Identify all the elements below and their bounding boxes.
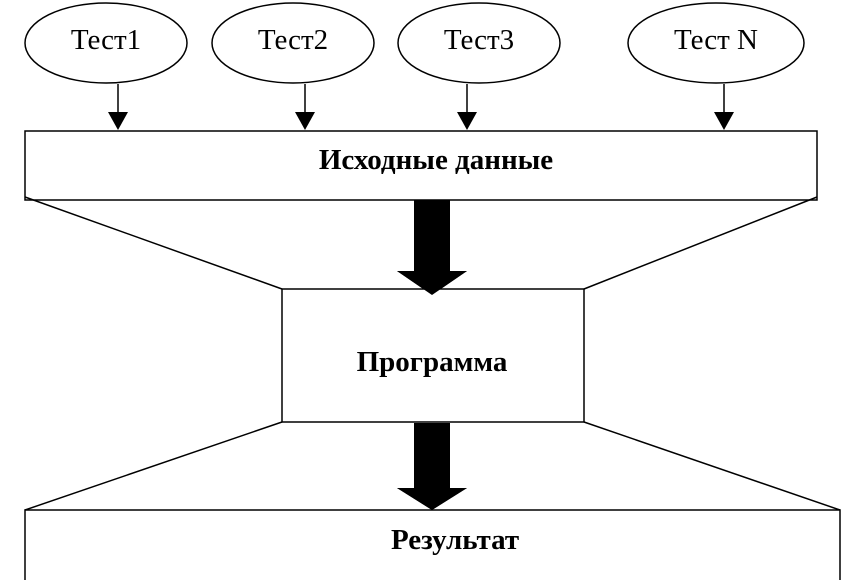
result-box: Результат — [24, 509, 841, 580]
arrow-test-n — [714, 84, 734, 130]
input-data-label: Исходные данные — [319, 144, 553, 176]
test-label: Тест3 — [444, 24, 514, 56]
test-node-1: Тест1 — [24, 2, 188, 84]
test-node-3: Тест3 — [397, 2, 561, 84]
input-funnel-lines — [24, 196, 818, 290]
test-label: Тест N — [674, 24, 758, 56]
thick-arrow-tip — [397, 488, 467, 510]
program-rect — [281, 288, 585, 423]
test-ellipse — [627, 2, 805, 84]
input-data-box: Исходные данные — [24, 130, 818, 201]
test-node-2: Тест2 — [211, 2, 375, 84]
program-label: Программа — [357, 346, 508, 378]
test-ellipse — [397, 2, 561, 84]
arrow-test-1 — [108, 84, 128, 130]
result-rect — [24, 509, 841, 580]
test-ellipse — [24, 2, 188, 84]
result-label: Результат — [391, 524, 519, 556]
arrow-test-3 — [457, 84, 477, 130]
test-node-n: Тест N — [627, 2, 805, 84]
result-funnel-lines — [24, 421, 841, 511]
program-box: Программа — [281, 288, 585, 423]
test-label: Тест1 — [71, 24, 141, 56]
thick-arrow-tip — [397, 271, 467, 295]
test-arrows — [108, 84, 734, 130]
test-label: Тест2 — [258, 24, 328, 56]
test-ellipse — [211, 2, 375, 84]
arrow-test-2 — [295, 84, 315, 130]
input-data-rect — [24, 130, 818, 201]
